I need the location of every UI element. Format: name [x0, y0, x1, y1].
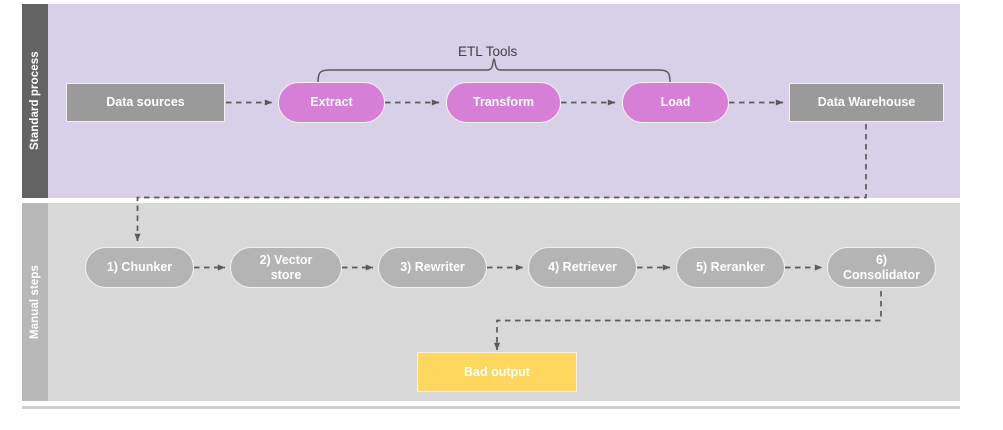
node-rewriter[interactable]: 3) Rewriter: [378, 247, 487, 288]
bottom-divider: [22, 406, 960, 409]
etl-tools-label: ETL Tools: [458, 44, 518, 59]
node-transform[interactable]: Transform: [446, 82, 561, 123]
node-bad-output[interactable]: Bad output: [417, 352, 577, 392]
node-extract[interactable]: Extract: [278, 82, 385, 123]
lane-label-manual-steps: Manual steps: [22, 203, 48, 401]
node-data-sources[interactable]: Data sources: [66, 83, 225, 122]
lane-label-standard-process: Standard process: [22, 4, 48, 198]
node-retriever[interactable]: 4) Retriever: [528, 247, 637, 288]
node-chunker[interactable]: 1) Chunker: [85, 247, 194, 288]
node-vector-store[interactable]: 2) Vector store: [230, 247, 342, 288]
node-load[interactable]: Load: [622, 82, 729, 123]
node-data-warehouse[interactable]: Data Warehouse: [789, 83, 944, 122]
node-consolidator[interactable]: 6) Consolidator: [827, 247, 936, 288]
node-reranker[interactable]: 5) Reranker: [676, 247, 785, 288]
